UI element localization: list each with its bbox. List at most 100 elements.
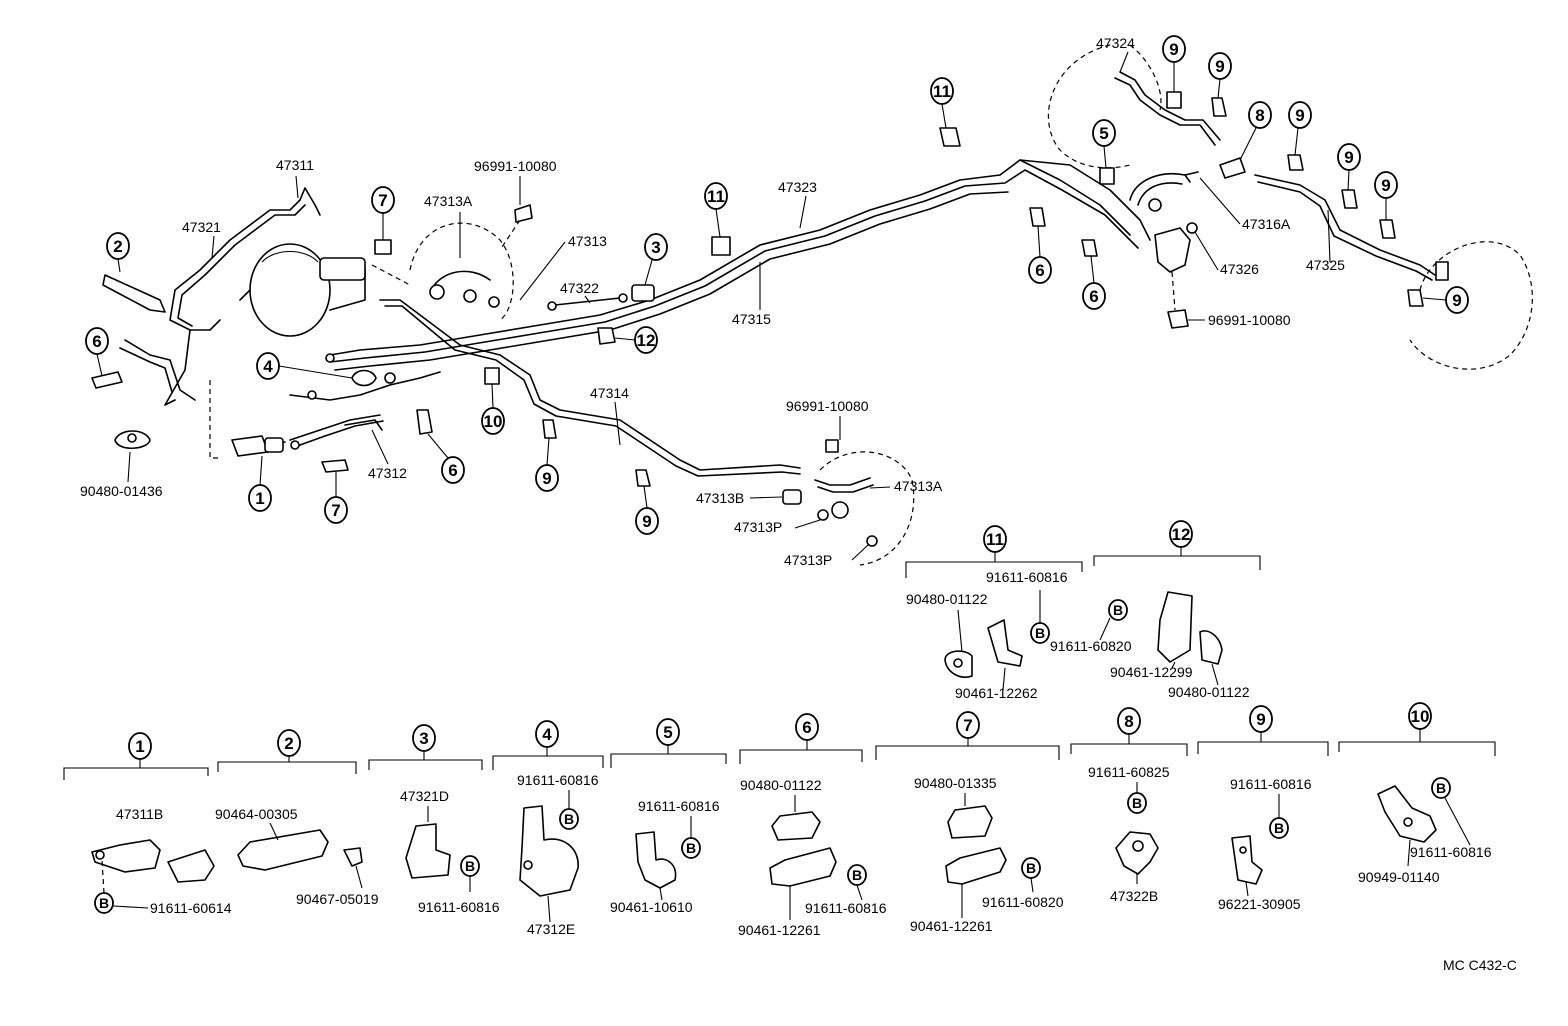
g11-part-91611-60816: 91611-60816 — [986, 569, 1068, 585]
svg-text:11: 11 — [986, 530, 1004, 549]
svg-text:9: 9 — [1344, 148, 1353, 167]
label-47325: 47325 — [1306, 257, 1345, 273]
g1-part-47311B: 47311B — [116, 806, 163, 822]
svg-text:3: 3 — [419, 729, 428, 748]
callout-4: 4 — [256, 352, 353, 380]
group-11-detail: 11 91611-60816 90480-01122 90461-12262 B — [905, 525, 1083, 701]
g9-part-96221-30905: 96221-30905 — [1218, 896, 1301, 912]
g7-part-90480-01335: 90480-01335 — [914, 775, 997, 791]
group-3-detail: 3 47321D B 91611-60816 — [368, 724, 500, 915]
svg-text:7: 7 — [378, 191, 387, 210]
g6-part-90461-12261: 90461-12261 — [738, 922, 821, 938]
g4-part-47312E: 47312E — [527, 921, 575, 937]
svg-text:B: B — [1035, 625, 1045, 641]
g2-part-90464-00305: 90464-00305 — [215, 806, 298, 822]
svg-text:B: B — [1436, 780, 1446, 796]
svg-text:7: 7 — [963, 716, 972, 735]
callout-6-center: 6 — [427, 433, 465, 484]
g3-part-91611-60816: 91611-60816 — [418, 899, 500, 915]
svg-text:9: 9 — [1452, 291, 1461, 310]
label-47324: 47324 — [1096, 35, 1135, 51]
svg-text:3: 3 — [651, 238, 660, 257]
group-6-detail: 6 90480-01122 B 91611-60816 90461-12261 — [738, 713, 887, 938]
label-90480-01436: 90480-01436 — [80, 483, 163, 499]
g1-part-91611-60614: 91611-60614 — [150, 900, 232, 916]
label-47322: 47322 — [560, 280, 599, 296]
callout-12: 12 — [614, 326, 658, 354]
g8-part-91611-60825: 91611-60825 — [1088, 764, 1170, 780]
callout-2: 2 — [106, 232, 130, 273]
g12-part-91611-60820: 91611-60820 — [1050, 638, 1132, 654]
label-47316A: 47316A — [1242, 216, 1291, 232]
label-47315: 47315 — [732, 311, 771, 327]
svg-text:6: 6 — [1035, 261, 1044, 280]
svg-text:5: 5 — [1099, 124, 1108, 143]
g9-part-91611-60816: 91611-60816 — [1230, 776, 1312, 792]
svg-text:5: 5 — [663, 723, 672, 742]
svg-text:B: B — [465, 858, 475, 874]
svg-text:7: 7 — [331, 501, 340, 520]
group-4-detail: 4 91611-60816 B 47312E — [492, 720, 604, 937]
callout-9-rear-d: 9 — [1337, 143, 1361, 191]
svg-text:6: 6 — [1089, 287, 1098, 306]
svg-text:B: B — [852, 867, 862, 883]
svg-text:10: 10 — [484, 412, 503, 431]
g3-part-47321D: 47321D — [400, 788, 449, 804]
svg-text:9: 9 — [1381, 176, 1390, 195]
svg-text:12: 12 — [1172, 525, 1191, 544]
group-5-detail: 5 91611-60816 B 90461-10610 — [610, 718, 727, 915]
g4-part-91611-60816: 91611-60816 — [517, 772, 599, 788]
svg-text:9: 9 — [1256, 710, 1265, 729]
svg-text:6: 6 — [802, 718, 811, 737]
svg-text:9: 9 — [642, 512, 651, 531]
svg-text:9: 9 — [1295, 106, 1304, 125]
svg-text:11: 11 — [933, 82, 951, 101]
svg-text:B: B — [99, 895, 109, 911]
svg-text:1: 1 — [255, 489, 264, 508]
label-47313P-upper: 47313P — [734, 519, 782, 535]
callout-1: 1 — [248, 455, 272, 512]
svg-text:8: 8 — [1255, 106, 1264, 125]
svg-text:9: 9 — [542, 469, 551, 488]
callout-11-rear: 11 — [930, 77, 954, 129]
g6-part-90480-01122: 90480-01122 — [740, 777, 822, 793]
g6-part-91611-60816: 91611-60816 — [805, 900, 887, 916]
svg-text:9: 9 — [1215, 57, 1224, 76]
callout-7-upper: 7 — [371, 186, 395, 240]
group-1-detail: 1 47311B B 91611-60614 — [63, 732, 232, 916]
g12-part-90461-12299: 90461-12299 — [1110, 664, 1193, 680]
svg-text:B: B — [1132, 795, 1142, 811]
callout-9-rear-f: 9 — [1422, 286, 1469, 314]
callout-9-rear-c: 9 — [1288, 101, 1312, 156]
callout-6-rear-a: 6 — [1028, 225, 1052, 284]
group-12-detail: 12 B 91611-60820 90461-12299 90480-01122 — [1050, 520, 1261, 700]
g2-part-90467-05019: 90467-05019 — [296, 891, 379, 907]
label-47326: 47326 — [1220, 261, 1259, 277]
label-47312: 47312 — [368, 465, 407, 481]
brake-line-assembly — [91, 44, 1533, 566]
group-7-detail: 7 90480-01335 B 91611-60820 90461-12261 — [875, 711, 1064, 934]
svg-text:B: B — [1026, 860, 1036, 876]
svg-text:B: B — [1274, 820, 1284, 836]
label-47314: 47314 — [590, 385, 629, 401]
callout-6-left: 6 — [85, 327, 109, 377]
callout-7-lower: 7 — [324, 472, 348, 524]
g5-part-90461-10610: 90461-10610 — [610, 899, 693, 915]
svg-text:2: 2 — [284, 734, 293, 753]
main-part-labels: 47311 47321 96991-10080 47313A 47313 473… — [80, 35, 1345, 568]
svg-text:6: 6 — [92, 332, 101, 351]
svg-text:4: 4 — [542, 725, 552, 744]
g12-part-90480-01122: 90480-01122 — [1168, 684, 1250, 700]
svg-text:B: B — [1113, 602, 1123, 618]
label-47313: 47313 — [568, 233, 607, 249]
svg-text:8: 8 — [1124, 712, 1133, 731]
svg-text:1: 1 — [135, 737, 144, 756]
callout-6-rear-b: 6 — [1082, 255, 1106, 310]
svg-text:9: 9 — [1169, 40, 1178, 59]
callout-9-rear-b: 9 — [1208, 52, 1232, 99]
callout-8: 8 — [1239, 101, 1272, 161]
brake-booster — [239, 243, 366, 337]
main-callouts: 2 6 7 4 1 7 6 3 11 12 10 9 9 11 6 6 5 9 … — [85, 35, 1469, 535]
callout-9-rear-e: 9 — [1374, 171, 1398, 220]
g11-part-90480-01122: 90480-01122 — [906, 591, 988, 607]
